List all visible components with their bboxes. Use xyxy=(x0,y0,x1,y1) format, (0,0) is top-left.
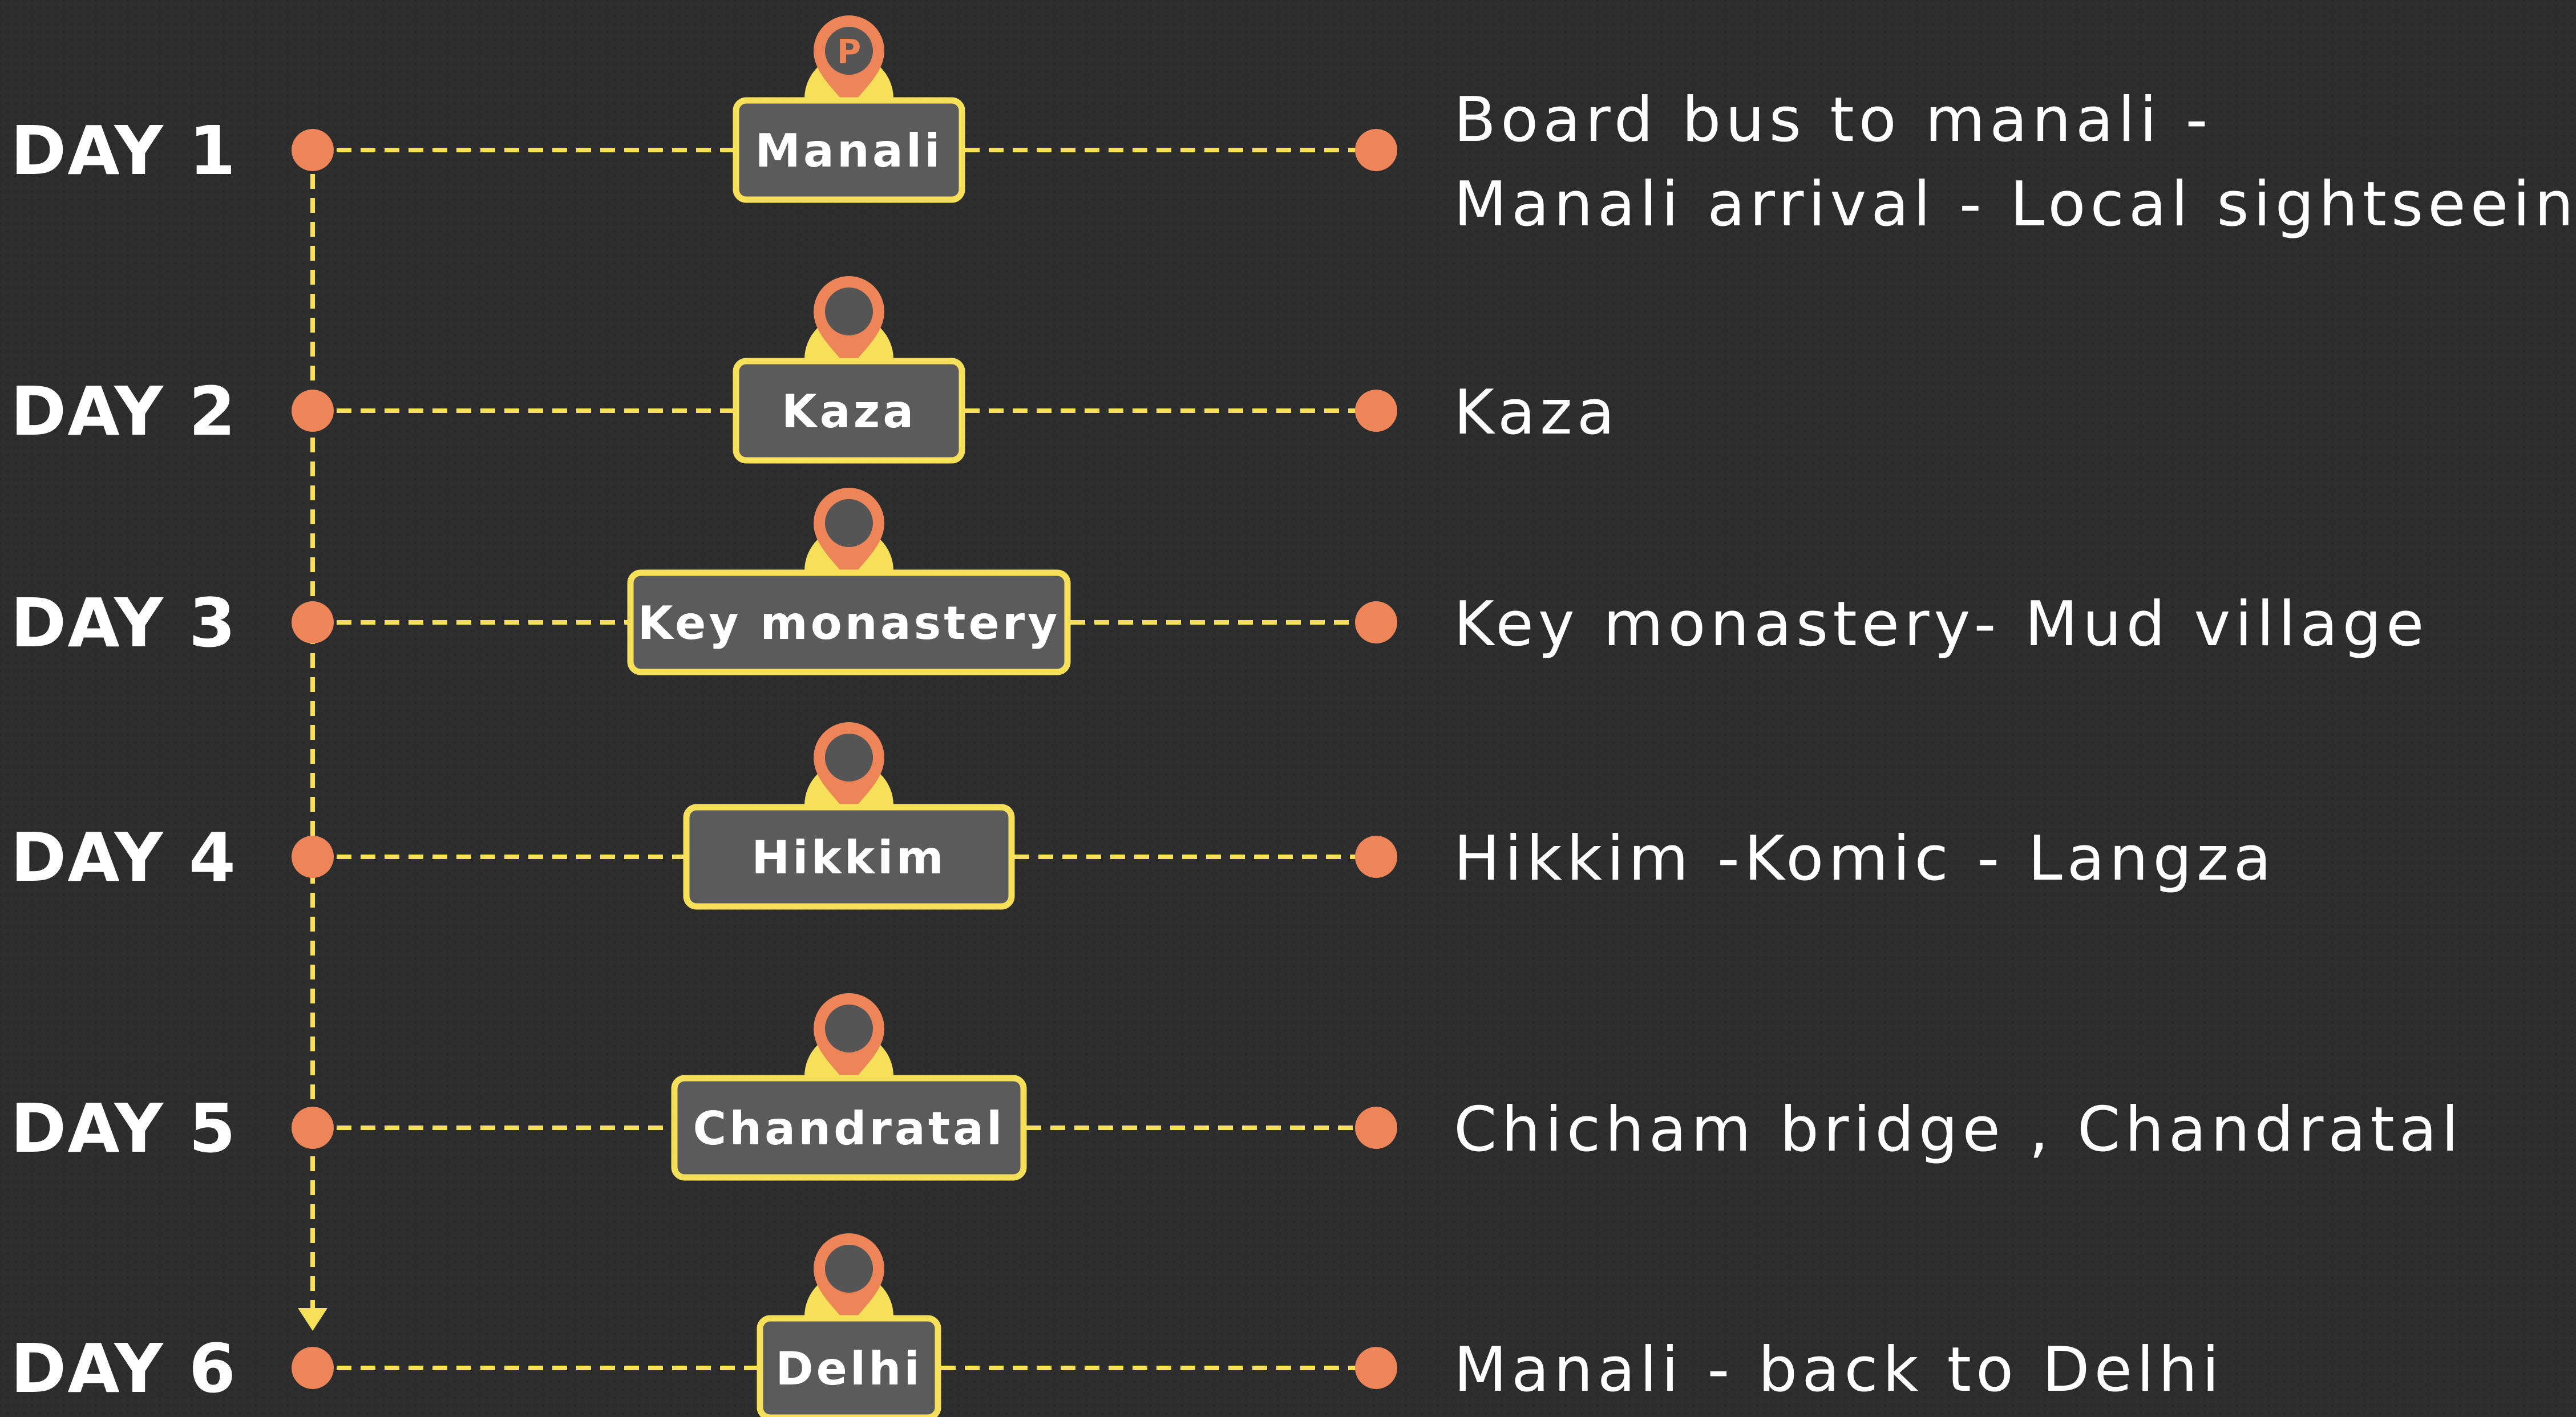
timeline-dot-right xyxy=(1355,836,1397,878)
pin-letter: P xyxy=(837,32,862,71)
day-label: DAY 5 xyxy=(10,1089,237,1168)
itinerary-row: DAY 3 Key monastery Key monastery- Mud vil… xyxy=(10,488,2428,675)
activity-description: Board bus to manali - xyxy=(1454,84,2212,156)
itinerary-row: DAY 6 Delhi Manali - back to Delhi xyxy=(10,1233,2223,1417)
day-label: DAY 2 xyxy=(10,372,237,451)
place-box xyxy=(733,97,965,203)
place-box xyxy=(671,1075,1027,1181)
activity-description: Manali - back to Delhi xyxy=(1454,1334,2223,1406)
place-label: Hikkim xyxy=(751,831,947,884)
place-box xyxy=(627,569,1071,675)
place-label: Chandratal xyxy=(693,1102,1005,1155)
place-box xyxy=(733,358,965,464)
timeline-dot-right xyxy=(1355,129,1397,171)
day-label: DAY 6 xyxy=(10,1329,237,1408)
place-label: Delhi xyxy=(775,1342,922,1395)
itinerary-row: DAY 4 Hikkim Hikkim -Komic - Langza xyxy=(10,722,2276,910)
day-label: DAY 1 xyxy=(10,111,237,190)
itinerary-row: DAY 1 P Manali Board bus to manali - Manali … xyxy=(10,15,2576,240)
timeline-dot-right xyxy=(1355,390,1397,432)
timeline-dot-left xyxy=(292,1347,334,1389)
map-pin-icon xyxy=(804,276,893,370)
timeline-dot-right xyxy=(1355,601,1397,643)
timeline-dot-right xyxy=(1355,1347,1397,1389)
connector-layer xyxy=(298,150,327,1331)
activity-description: Chicham bridge , Chandratal xyxy=(1454,1094,2463,1165)
place-label: Key monastery xyxy=(638,597,1061,650)
map-pin-icon xyxy=(804,722,893,816)
itinerary-row: DAY 2 Kaza Kaza xyxy=(10,276,1619,464)
timeline-dot-left xyxy=(292,836,334,878)
rows-layer: DAY 1 P Manali Board bus to manali - Manali … xyxy=(10,15,2576,1417)
day-label: DAY 4 xyxy=(10,818,237,897)
map-pin-icon: P xyxy=(804,15,893,109)
timeline-dot-left xyxy=(292,390,334,432)
timeline-dot-left xyxy=(292,1107,334,1149)
place-box xyxy=(683,804,1015,910)
place-box xyxy=(757,1315,941,1417)
timeline-dot-left xyxy=(292,129,334,171)
timeline-dot-right xyxy=(1355,1107,1397,1149)
activity-description: Manali arrival - Local sightseeing xyxy=(1454,169,2576,240)
place-label: Manali xyxy=(755,124,943,177)
map-pin-icon xyxy=(804,1233,893,1327)
map-pin-icon xyxy=(804,993,893,1087)
map-pin-icon xyxy=(804,488,893,581)
timeline-arrow-icon xyxy=(298,1308,327,1331)
activity-description: Key monastery- Mud village xyxy=(1454,589,2428,660)
timeline-dot-left xyxy=(292,601,334,643)
activity-description: Hikkim -Komic - Langza xyxy=(1454,823,2276,894)
day-label: DAY 3 xyxy=(10,584,237,662)
place-label: Kaza xyxy=(782,385,917,438)
itinerary-row: DAY 5 Chandratal Chicham bridge , Chandrat… xyxy=(10,993,2463,1181)
activity-description: Kaza xyxy=(1454,377,1619,448)
